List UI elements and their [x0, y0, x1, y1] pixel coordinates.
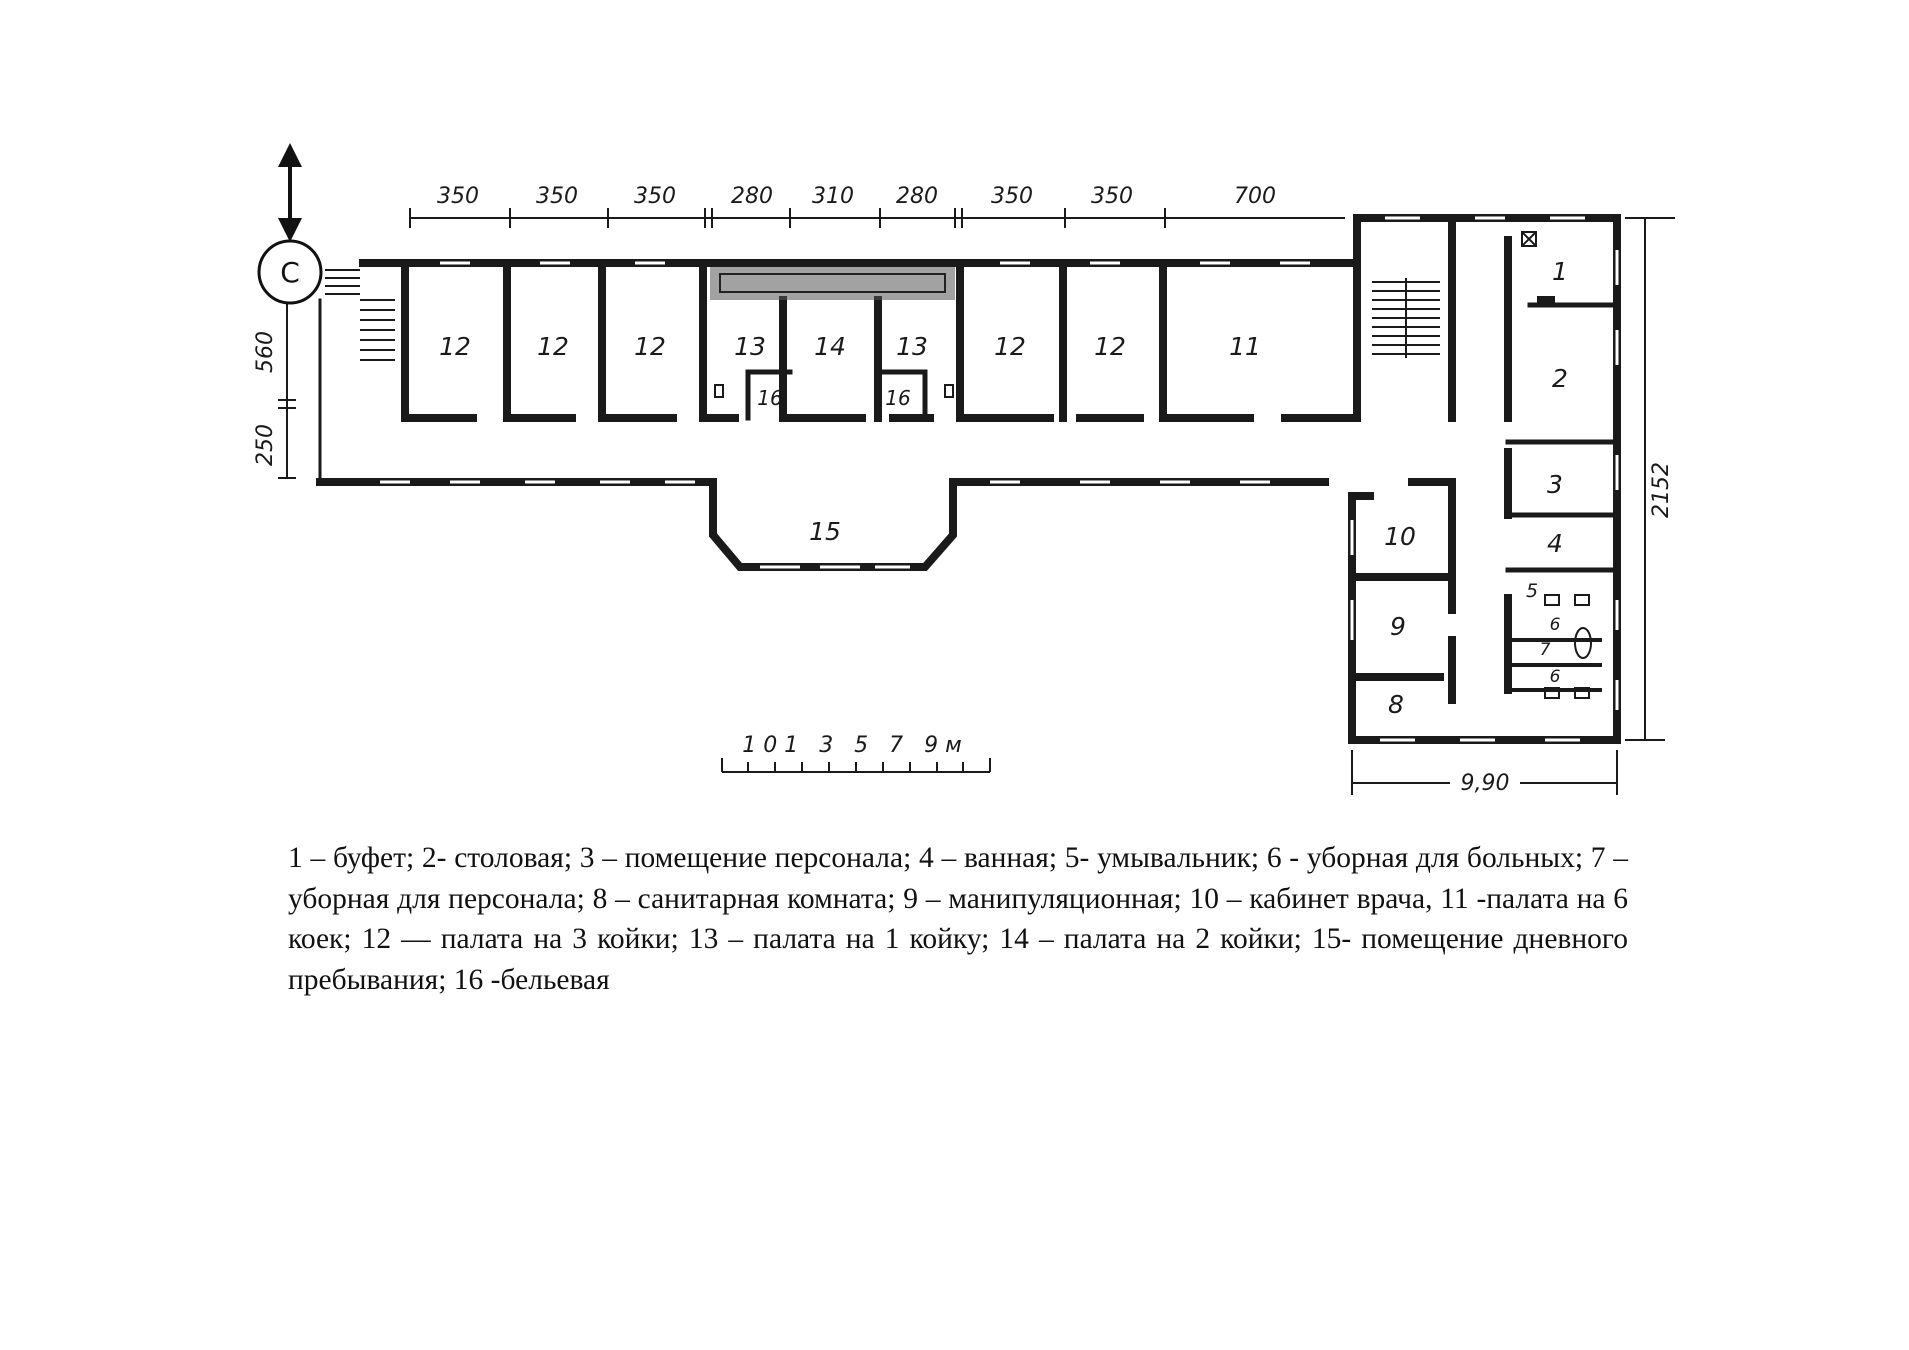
windows — [380, 216, 1619, 742]
sanitary-block — [710, 267, 955, 300]
room-label-12b: 12 — [537, 332, 569, 361]
room-label-7: 7 — [1540, 640, 1551, 660]
fixtures — [714, 231, 1592, 699]
room-label-16b: 16 — [885, 386, 910, 410]
room-label-2: 2 — [1552, 364, 1568, 393]
room-label-14: 14 — [814, 332, 846, 361]
room-label-10: 10 — [1384, 522, 1416, 551]
room-label-11: 11 — [1229, 332, 1261, 361]
room-label-5: 5 — [1526, 580, 1538, 602]
dim-top-4: 280 — [731, 184, 773, 209]
room-label-4: 4 — [1547, 529, 1563, 558]
room-label-9: 9 — [1390, 612, 1406, 641]
dim-right: 2152 — [1649, 462, 1674, 518]
room-label-6b: 6 — [1550, 667, 1561, 687]
room-label-15: 15 — [809, 517, 841, 546]
dim-top-8: 350 — [1091, 184, 1133, 209]
top-dimension-labels: 350 350 350 280 310 280 350 350 700 — [437, 184, 1276, 209]
room-label-16a: 16 — [757, 386, 782, 410]
room-label-3: 3 — [1547, 470, 1563, 499]
entrance-marker: С — [257, 143, 323, 305]
top-dimension-chain — [409, 208, 1345, 228]
dim-top-3: 350 — [634, 184, 676, 209]
room-label-12e: 12 — [1094, 332, 1126, 361]
dim-left-2: 250 — [253, 424, 278, 466]
stairs-west — [325, 269, 395, 361]
stairs-east — [1372, 278, 1440, 358]
room-label-1: 1 — [1552, 257, 1568, 286]
room-label-13b: 13 — [896, 332, 928, 361]
floor-plan: 12 12 12 13 14 13 12 12 11 16 16 15 1 2 … — [253, 143, 1675, 796]
scale-bar — [721, 758, 991, 773]
legend-text: 1 – буфет; 2- столовая; 3 – помещение пе… — [288, 842, 1628, 996]
dim-left-1: 560 — [253, 331, 278, 373]
right-dimension-chain — [1625, 217, 1675, 741]
left-dimension-chain — [278, 300, 296, 479]
room-label-12c: 12 — [634, 332, 666, 361]
walls — [316, 214, 1621, 744]
room-label-6a: 6 — [1550, 615, 1561, 635]
dim-top-7: 350 — [991, 184, 1033, 209]
dim-top-2: 350 — [536, 184, 578, 209]
room-labels: 12 12 12 13 14 13 12 12 11 16 16 15 1 2 … — [439, 257, 1568, 719]
dim-top-1: 350 — [437, 184, 479, 209]
dim-bottom: 9,90 — [1461, 771, 1510, 796]
scale-label: 1 0 1 3 5 7 9 м — [742, 733, 961, 758]
dim-top-5: 310 — [812, 184, 854, 209]
room-label-8: 8 — [1388, 690, 1404, 719]
entrance-marker-label: С — [280, 256, 300, 289]
dim-top-6: 280 — [896, 184, 938, 209]
room-label-12d: 12 — [994, 332, 1026, 361]
room-label-12a: 12 — [439, 332, 471, 361]
room-label-13a: 13 — [734, 332, 766, 361]
dim-top-9: 700 — [1234, 184, 1276, 209]
